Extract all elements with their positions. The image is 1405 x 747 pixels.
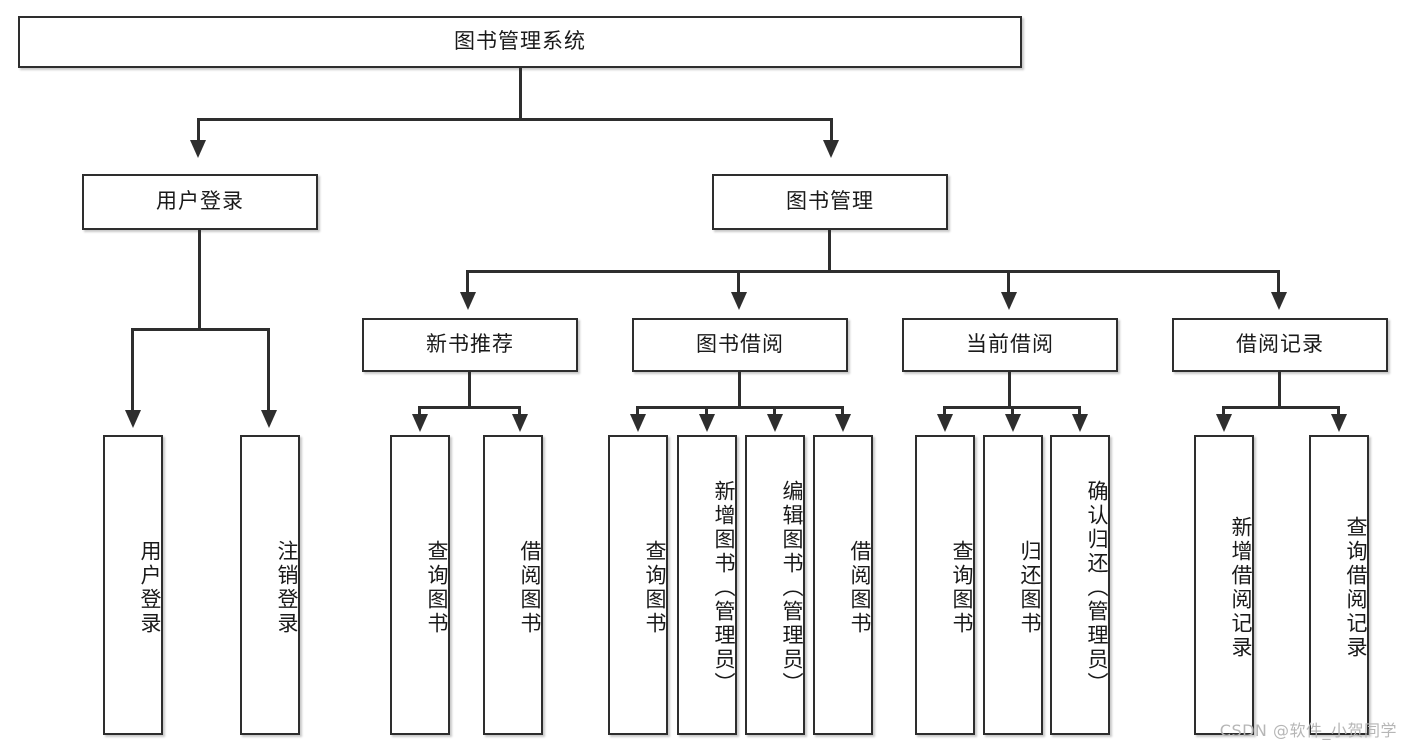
edge-cb-drop-3 bbox=[1078, 406, 1081, 420]
arrowhead-to-book-borrow bbox=[731, 292, 747, 310]
edge-bb-stem bbox=[738, 372, 741, 408]
node-label: 图书借阅 bbox=[696, 332, 784, 357]
edge-cb-drop-2 bbox=[1011, 406, 1014, 420]
arrowhead-to-user-login bbox=[190, 140, 206, 158]
edge-user-login-stem bbox=[198, 230, 201, 330]
arrowhead-to-current-borrow bbox=[1001, 292, 1017, 310]
edge-user-login-bus bbox=[131, 328, 270, 331]
node-root-library-system[interactable]: 图书管理系统 bbox=[18, 16, 1022, 68]
leaf-br-add-record[interactable]: 新增借阅记录 bbox=[1194, 435, 1254, 735]
node-label: 确认归还（管理员） bbox=[1085, 480, 1109, 696]
edge-bm-drop-3 bbox=[1007, 270, 1010, 300]
edge-book-management-bus bbox=[466, 270, 1278, 273]
edge-bb-drop-4 bbox=[841, 406, 844, 420]
leaf-br-query-record[interactable]: 查询借阅记录 bbox=[1309, 435, 1369, 735]
node-borrow-record[interactable]: 借阅记录 bbox=[1172, 318, 1388, 372]
edge-user-login-drop-2 bbox=[267, 328, 270, 416]
arrowhead-to-leaf-logout bbox=[261, 410, 277, 428]
node-label: 当前借阅 bbox=[966, 332, 1054, 357]
arrowhead-to-bb-leaf-4 bbox=[835, 414, 851, 432]
edge-user-login-drop-1 bbox=[131, 328, 134, 416]
edge-bm-drop-2 bbox=[737, 270, 740, 300]
edge-bb-drop-1 bbox=[636, 406, 639, 420]
arrowhead-to-br-leaf-2 bbox=[1331, 414, 1347, 432]
node-book-borrow[interactable]: 图书借阅 bbox=[632, 318, 848, 372]
edge-br-drop-1 bbox=[1222, 406, 1225, 420]
edge-bm-drop-4 bbox=[1277, 270, 1280, 300]
leaf-bb-borrow-book[interactable]: 借阅图书 bbox=[813, 435, 873, 735]
node-label: 新书推荐 bbox=[426, 332, 514, 357]
node-label: 借阅图书 bbox=[848, 540, 872, 636]
arrowhead-to-cb-leaf-1 bbox=[937, 414, 953, 432]
node-label: 编辑图书（管理员） bbox=[780, 480, 804, 696]
edge-bb-drop-3 bbox=[773, 406, 776, 420]
edge-root-drop-2 bbox=[830, 118, 833, 148]
leaf-nbr-borrow-book[interactable]: 借阅图书 bbox=[483, 435, 543, 735]
node-label: 查询借阅记录 bbox=[1344, 516, 1368, 660]
leaf-user-login[interactable]: 用户登录 bbox=[103, 435, 163, 735]
node-label: 查询图书 bbox=[950, 540, 974, 636]
node-current-borrow[interactable]: 当前借阅 bbox=[902, 318, 1118, 372]
node-label: 新增借阅记录 bbox=[1229, 516, 1253, 660]
node-label: 新增图书（管理员） bbox=[712, 480, 736, 696]
edge-cb-drop-1 bbox=[943, 406, 946, 420]
arrowhead-to-bb-leaf-3 bbox=[767, 414, 783, 432]
arrowhead-to-bb-leaf-2 bbox=[699, 414, 715, 432]
edge-nbr-drop-2 bbox=[518, 406, 521, 420]
edge-root-stem bbox=[519, 68, 522, 120]
edge-bb-drop-2 bbox=[705, 406, 708, 420]
edge-root-drop-1 bbox=[197, 118, 200, 148]
node-label: 归还图书 bbox=[1018, 540, 1042, 636]
leaf-bb-edit-book-admin[interactable]: 编辑图书（管理员） bbox=[745, 435, 805, 735]
node-label: 图书管理 bbox=[786, 189, 874, 214]
arrowhead-to-nbr-leaf-1 bbox=[412, 414, 428, 432]
edge-br-bus bbox=[1222, 406, 1340, 409]
node-label: 图书管理系统 bbox=[454, 29, 586, 54]
node-label: 借阅记录 bbox=[1236, 332, 1324, 357]
node-label: 查询图书 bbox=[643, 540, 667, 636]
node-user-login[interactable]: 用户登录 bbox=[82, 174, 318, 230]
node-label: 用户登录 bbox=[156, 189, 244, 214]
leaf-nbr-query-book[interactable]: 查询图书 bbox=[390, 435, 450, 735]
node-label: 注销登录 bbox=[275, 540, 299, 636]
arrowhead-to-book-management bbox=[823, 140, 839, 158]
arrowhead-to-br-leaf-1 bbox=[1216, 414, 1232, 432]
edge-book-management-stem bbox=[828, 230, 831, 272]
leaf-bb-add-book-admin[interactable]: 新增图书（管理员） bbox=[677, 435, 737, 735]
leaf-bb-query-book[interactable]: 查询图书 bbox=[608, 435, 668, 735]
edge-nbr-stem bbox=[468, 372, 471, 408]
node-label: 借阅图书 bbox=[518, 540, 542, 636]
edge-nbr-bus bbox=[418, 406, 521, 409]
arrowhead-to-cb-leaf-3 bbox=[1072, 414, 1088, 432]
arrowhead-to-new-book-recommend bbox=[460, 292, 476, 310]
edge-br-drop-2 bbox=[1337, 406, 1340, 420]
edge-nbr-drop-1 bbox=[418, 406, 421, 420]
edge-cb-stem bbox=[1008, 372, 1011, 408]
node-book-management[interactable]: 图书管理 bbox=[712, 174, 948, 230]
arrowhead-to-cb-leaf-2 bbox=[1005, 414, 1021, 432]
arrowhead-to-bb-leaf-1 bbox=[630, 414, 646, 432]
arrowhead-to-borrow-record bbox=[1271, 292, 1287, 310]
edge-root-bus bbox=[197, 118, 833, 121]
node-new-book-recommend[interactable]: 新书推荐 bbox=[362, 318, 578, 372]
node-label: 用户登录 bbox=[138, 540, 162, 636]
edge-br-stem bbox=[1278, 372, 1281, 408]
node-label: 查询图书 bbox=[425, 540, 449, 636]
leaf-logout[interactable]: 注销登录 bbox=[240, 435, 300, 735]
leaf-cb-confirm-return-admin[interactable]: 确认归还（管理员） bbox=[1050, 435, 1110, 735]
arrowhead-to-nbr-leaf-2 bbox=[512, 414, 528, 432]
leaf-cb-return-book[interactable]: 归还图书 bbox=[983, 435, 1043, 735]
leaf-cb-query-book[interactable]: 查询图书 bbox=[915, 435, 975, 735]
edge-bm-drop-1 bbox=[466, 270, 469, 300]
edge-bb-bus bbox=[636, 406, 843, 409]
arrowhead-to-leaf-user-login bbox=[125, 410, 141, 428]
